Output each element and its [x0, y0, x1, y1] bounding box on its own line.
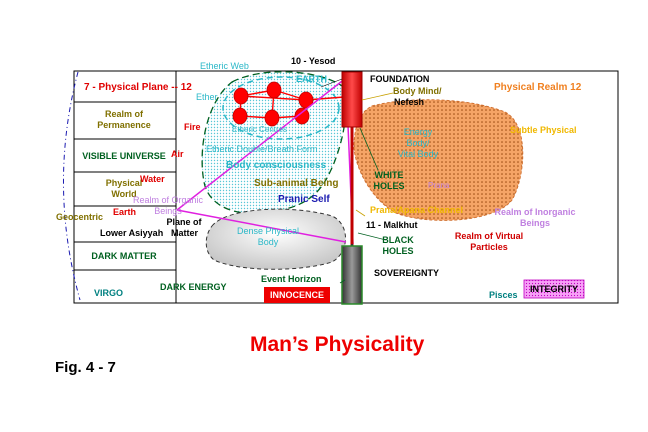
- dark-matter-label: DARK MATTER: [91, 251, 157, 261]
- etheric-centres-ellipse: [222, 76, 340, 140]
- innocence-label: INNOCENCE: [269, 290, 325, 300]
- innocence-box: [264, 287, 330, 303]
- body-line: Body/: [406, 138, 430, 148]
- earth-top-label: EARTH: [296, 74, 327, 84]
- visible-universe-label: VISIBLE UNIVERSE: [82, 151, 166, 161]
- physical-realm-label: Physical Realm 12: [494, 82, 582, 93]
- physical-world-label: Physical World: [74, 178, 174, 200]
- realm-of-permanence-label: Realm of Permanence: [74, 109, 174, 131]
- pisces-label: Pisces: [489, 290, 518, 300]
- chakra-nodes: [232, 81, 314, 127]
- foundation-label: FOUNDATION: [370, 74, 430, 84]
- malkhut-column: [341, 245, 363, 305]
- nefesh-label: Nefesh: [394, 97, 425, 107]
- integrity-box: [523, 279, 585, 299]
- dense-physical-body-shape: [205, 208, 346, 270]
- realm-inorganic-line1: Realm of Inorganic: [494, 207, 576, 217]
- realm-organic-line1: Realm of Organic: [132, 195, 204, 205]
- realm-virtual-label: Realm of Virtual Particles: [455, 231, 523, 253]
- body-consciousness-label: Body consciousness: [226, 160, 327, 171]
- diagram-title: Man’s Physicality: [250, 333, 425, 356]
- holes-black-line: HOLES: [382, 246, 414, 256]
- realm-virtual-line1: Realm of Virtual: [454, 231, 524, 241]
- figure-caption: Fig. 4 - 7: [55, 359, 116, 376]
- ether-label: Ether: [196, 92, 218, 102]
- realm-inorganic-line2: Beings: [519, 218, 551, 228]
- energy-line: Energy: [403, 127, 433, 137]
- plane-of-label: Plane of: [166, 217, 202, 227]
- etheric-double-label: Etheric Double/Breath Form: [206, 144, 318, 154]
- dense-physical-line1: Dense Physical: [236, 226, 300, 236]
- black-line: BLACK: [382, 235, 414, 245]
- black-holes-label: BLACK HOLES: [382, 235, 414, 257]
- energy-body-label: Energy Body/ Vital Body: [398, 127, 438, 160]
- geocentric-label: Geocentric: [56, 212, 104, 222]
- physical-line: Physical: [105, 178, 143, 188]
- event-horizon-label: Event Horizon: [261, 274, 322, 284]
- realm-inorganic-label: Realm of Inorganic Beings: [494, 207, 575, 229]
- water-label: Water: [140, 174, 165, 184]
- integrity-label: INTEGRITY: [529, 284, 579, 294]
- realm-organic-label: Realm of Organic Beings: [133, 195, 203, 217]
- malkhut-label: 11 - Malkhut: [366, 220, 418, 230]
- body-mind-label: Body Mind/: [393, 86, 442, 96]
- world-line: World: [111, 189, 137, 199]
- realm-virtual-line2: Particles: [470, 242, 508, 252]
- physical-plane-label: 7 - Physical Plane -- 12: [84, 82, 192, 93]
- realm-of-line: Realm of: [104, 109, 143, 119]
- etheric-centres-label: Etheric Centres: [232, 125, 288, 134]
- holes-white-line: HOLES: [373, 181, 405, 191]
- matter-label: Matter: [171, 228, 199, 238]
- lower-asiyyah-label: Lower Asiyyah: [100, 228, 164, 238]
- dark-energy-label: DARK ENERGY: [160, 282, 227, 292]
- dense-physical-label: Dense Physical Body: [237, 226, 299, 248]
- vital-body-line: Vital Body: [397, 149, 439, 159]
- air-label: Air: [171, 149, 184, 159]
- etheric-web-label: Etheric Web: [200, 61, 249, 71]
- pranic-self-label: Pranic Self: [278, 194, 330, 205]
- prana-small-label: Prana: [428, 181, 450, 190]
- subtle-physical-label: Subtle Physical: [510, 125, 577, 135]
- earth-mid-label: Earth: [113, 207, 137, 217]
- sovereignty-label: SOVEREIGNTY: [374, 268, 440, 278]
- white-holes-label: WHITE HOLES: [373, 170, 404, 192]
- yesod-label: 10 - Yesod: [291, 56, 336, 66]
- prana-apana-label: Prana/Apana Channel: [370, 205, 464, 215]
- virgo-label: VIRGO: [94, 288, 124, 298]
- realm-organic-line2: Beings: [154, 206, 182, 216]
- dense-physical-line2: Body: [257, 237, 279, 247]
- fire-label: Fire: [184, 122, 201, 132]
- yesod-column: [341, 71, 363, 128]
- permanence-line: Permanence: [97, 120, 151, 130]
- energy-body-shape: [353, 99, 524, 221]
- sub-animal-label: Sub-animal Being: [254, 178, 339, 189]
- white-line: WHITE: [374, 170, 404, 180]
